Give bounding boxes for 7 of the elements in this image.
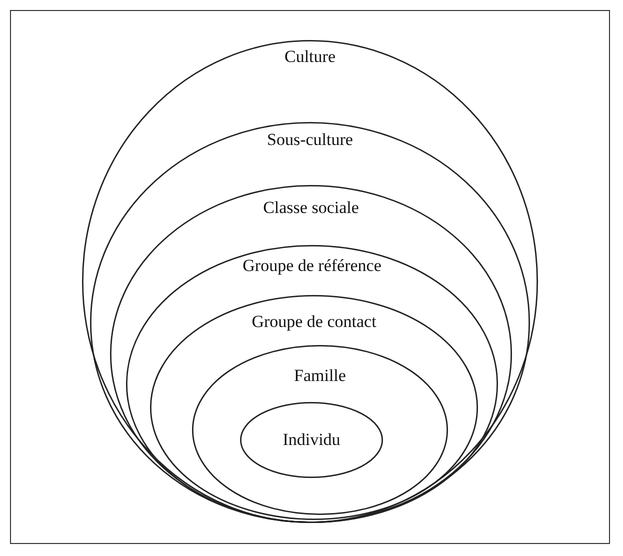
ring-label: Groupe de référence <box>242 256 382 276</box>
ring-label: Classe sociale <box>263 198 359 218</box>
ring-label: Groupe de contact <box>252 312 376 332</box>
ring-label: Famille <box>294 366 346 386</box>
ring-label: Culture <box>284 47 336 67</box>
ring-label: Sous-culture <box>267 130 353 150</box>
ring-label: Individu <box>282 430 340 450</box>
